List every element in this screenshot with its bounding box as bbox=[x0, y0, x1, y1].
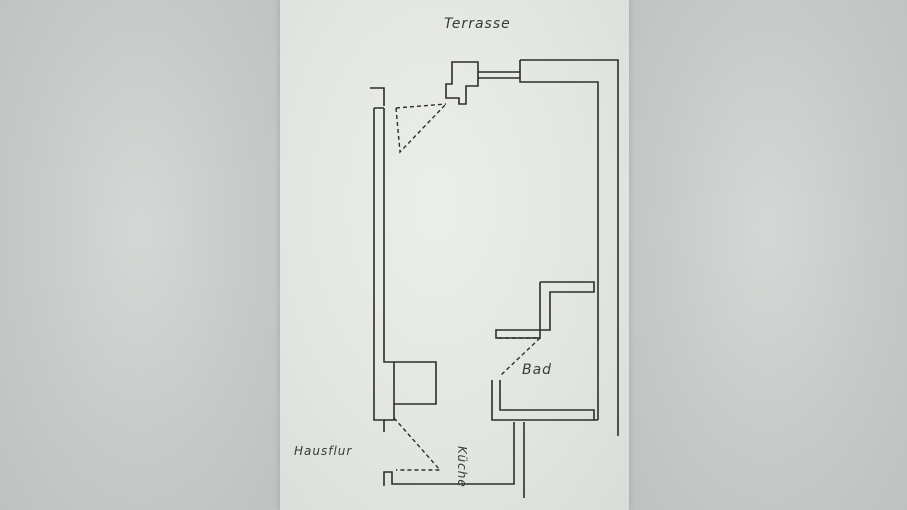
door-swing-top bbox=[395, 103, 447, 154]
wall-right-outer bbox=[520, 59, 619, 436]
bad-wall-lower bbox=[491, 380, 598, 421]
bad-wall-upper bbox=[495, 281, 595, 339]
wall-top-left bbox=[370, 87, 385, 109]
wall-right-inner bbox=[519, 60, 599, 420]
wall-left-inner bbox=[383, 108, 437, 405]
label-terrasse: Terrasse bbox=[444, 16, 511, 32]
label-hausflur: Hausflur bbox=[294, 444, 353, 458]
door-swing-bad bbox=[498, 337, 542, 377]
door-swing-hausflur bbox=[393, 417, 442, 471]
label-kueche: Küche bbox=[455, 446, 469, 488]
label-bad: Bad bbox=[522, 362, 553, 378]
pillar-steps bbox=[445, 61, 479, 105]
kueche-corridor bbox=[383, 422, 515, 486]
blurred-background-right bbox=[629, 0, 907, 510]
wall-left-lower bbox=[384, 404, 395, 421]
floor-plan-photo bbox=[280, 0, 629, 510]
wall-left-outer bbox=[373, 108, 385, 432]
blurred-background-left bbox=[0, 0, 280, 510]
terrace-window bbox=[478, 71, 520, 79]
